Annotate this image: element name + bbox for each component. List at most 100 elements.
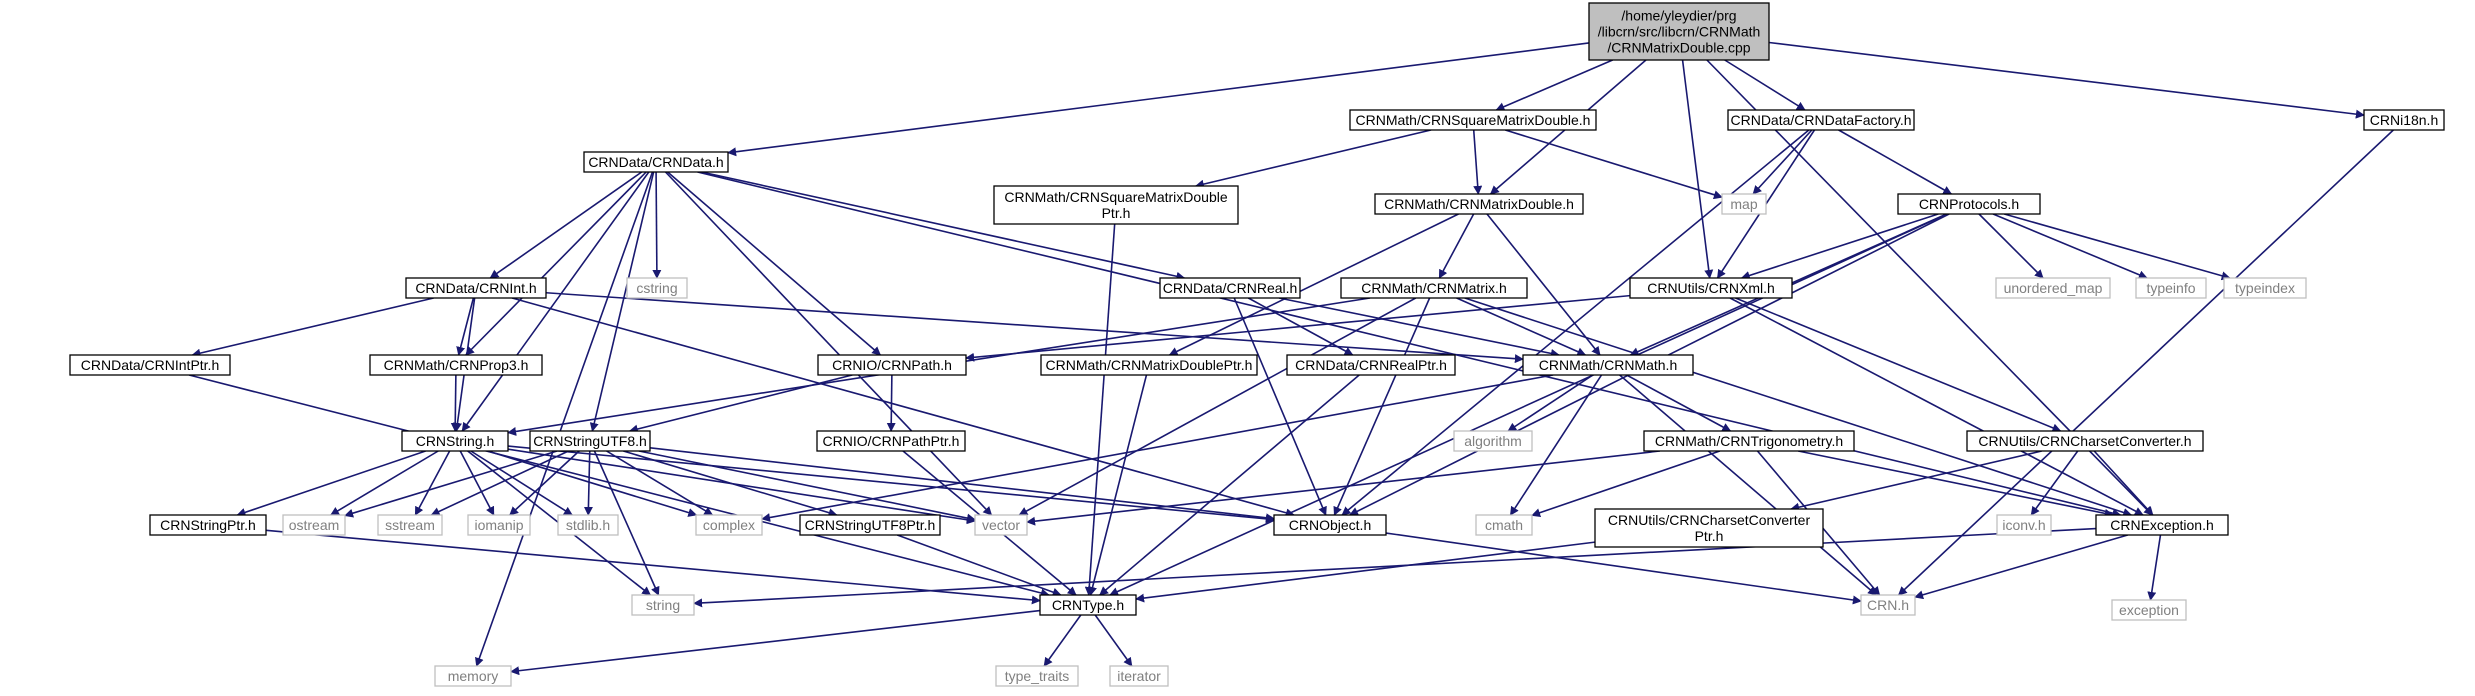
node-crnexception[interactable]: CRNException.h bbox=[2095, 514, 2229, 536]
node-label: ostream bbox=[289, 517, 340, 533]
node-charsetconv[interactable]: CRNUtils/CRNCharsetConverter.h bbox=[1966, 430, 2204, 452]
edge-crndata-to-crnprop3 bbox=[465, 171, 647, 356]
node-matrixdouble[interactable]: CRNMath/CRNMatrixDouble.h bbox=[1374, 193, 1584, 215]
node-box bbox=[529, 430, 651, 452]
node-crnpath[interactable]: CRNIO/CRNPath.h bbox=[817, 354, 967, 376]
node-label: CRNMath/CRNMatrix.h bbox=[1361, 280, 1506, 296]
node-datafactory[interactable]: CRNData/CRNDataFactory.h bbox=[1727, 109, 1915, 131]
edge-protocols-to-typeinfo bbox=[1992, 213, 2148, 280]
node-crnmath[interactable]: CRNMath/CRNMath.h bbox=[1522, 354, 1694, 376]
node-label: CRNi18n.h bbox=[2370, 112, 2438, 128]
node-pathptr[interactable]: CRNIO/CRNPathPtr.h bbox=[816, 430, 966, 452]
edge-stringptr-to-crntype bbox=[265, 529, 1041, 605]
node-label: CRNStringUTF8.h bbox=[533, 433, 647, 449]
node-typeinfo: typeinfo bbox=[2135, 277, 2207, 299]
node-i18n[interactable]: CRNi18n.h bbox=[2363, 109, 2445, 131]
node-box bbox=[1897, 193, 2041, 215]
node-box bbox=[1594, 508, 1824, 548]
node-crnxml[interactable]: CRNUtils/CRNXml.h bbox=[1629, 277, 1793, 299]
node-box bbox=[695, 514, 763, 536]
edge-matrixdouble-to-matrixdoubleptr bbox=[1168, 213, 1459, 356]
node-crnstring[interactable]: CRNString.h bbox=[401, 430, 509, 452]
node-sqmatrix[interactable]: CRNMath/CRNSquareMatrixDouble.h bbox=[1349, 109, 1597, 131]
node-label: Ptr.h bbox=[1102, 205, 1131, 221]
edge-stringutf8-to-string bbox=[593, 450, 660, 596]
edge-matrixdouble-to-crnmatrix bbox=[1438, 213, 1475, 279]
node-label: CRNString.h bbox=[416, 433, 495, 449]
node-utf8ptr[interactable]: CRNStringUTF8Ptr.h bbox=[799, 514, 941, 536]
edge-crndata-to-memory bbox=[475, 171, 654, 667]
edge-root-to-datafactory bbox=[1724, 59, 1806, 111]
node-crnobject[interactable]: CRNObject.h bbox=[1273, 514, 1387, 536]
node-box bbox=[1588, 2, 1770, 61]
node-crnint[interactable]: CRNData/CRNInt.h bbox=[405, 277, 547, 299]
node-box bbox=[583, 151, 729, 173]
node-crnreal[interactable]: CRNData/CRNReal.h bbox=[1159, 277, 1301, 299]
edge-i18n-to-crnh bbox=[1897, 129, 2394, 596]
node-label: CRNData/CRNRealPtr.h bbox=[1295, 357, 1447, 373]
node-crnmatrix[interactable]: CRNMath/CRNMatrix.h bbox=[1340, 277, 1528, 299]
edge-crnmath-to-crnh bbox=[1619, 374, 1878, 596]
node-box bbox=[1286, 354, 1456, 376]
node-label: CRNObject.h bbox=[1289, 517, 1371, 533]
node-crnprop3[interactable]: CRNMath/CRNProp3.h bbox=[369, 354, 543, 376]
node-label: type_traits bbox=[1005, 668, 1070, 684]
node-stringutf8[interactable]: CRNStringUTF8.h bbox=[529, 430, 651, 452]
edge-crnstring-to-stringptr bbox=[236, 450, 426, 517]
node-label: CRN.h bbox=[1867, 597, 1909, 613]
node-label: typeindex bbox=[2235, 280, 2295, 296]
node-label: /CRNMatrixDouble.cpp bbox=[1607, 40, 1750, 56]
edge-crnmath-to-complex bbox=[761, 374, 1554, 522]
node-matrixdoubleptr[interactable]: CRNMath/CRNMatrixDoublePtr.h bbox=[1040, 354, 1258, 376]
node-label: CRNMath/CRNSquareMatrixDouble bbox=[1004, 189, 1228, 205]
edge-crnmath-to-cmath bbox=[1509, 374, 1603, 516]
node-box bbox=[2135, 277, 2207, 299]
node-iterator: iterator bbox=[1109, 665, 1169, 687]
edge-crnreal-to-crnobject bbox=[1233, 297, 1327, 516]
node-label: CRNData/CRNData.h bbox=[588, 154, 723, 170]
edge-trigonometry-to-cmath bbox=[1531, 450, 1721, 518]
node-label: /home/yleydier/prg bbox=[1621, 8, 1736, 24]
node-box bbox=[2111, 599, 2187, 621]
edge-crntype-to-memory bbox=[510, 609, 1041, 676]
edge-crnexception-to-string bbox=[693, 527, 2097, 608]
edge-stringutf8-to-ostream bbox=[344, 450, 558, 518]
edge-crnexception-to-crnh bbox=[1914, 534, 2128, 600]
edge-crnexception-to-exception bbox=[2147, 534, 2162, 601]
node-label: CRNData/CRNInt.h bbox=[415, 280, 536, 296]
node-label: vector bbox=[982, 517, 1020, 533]
node-cmath: cmath bbox=[1475, 514, 1533, 536]
edge-crnpath-to-stringutf8 bbox=[628, 374, 853, 434]
node-realptr[interactable]: CRNData/CRNRealPtr.h bbox=[1286, 354, 1456, 376]
node-box bbox=[405, 277, 547, 299]
node-box bbox=[1721, 193, 1767, 215]
node-box bbox=[1727, 109, 1915, 131]
node-label: CRNData/CRNIntPtr.h bbox=[81, 357, 219, 373]
node-protocols[interactable]: CRNProtocols.h bbox=[1897, 193, 2041, 215]
node-crntype[interactable]: CRNType.h bbox=[1039, 594, 1137, 616]
node-layer: /home/yleydier/prg/libcrn/src/libcrn/CRN… bbox=[69, 2, 2445, 687]
node-label: typeinfo bbox=[2146, 280, 2195, 296]
node-stringptr[interactable]: CRNStringPtr.h bbox=[149, 514, 267, 536]
edge-crndata-to-crnstring bbox=[461, 171, 650, 432]
node-crndata[interactable]: CRNData/CRNData.h bbox=[583, 151, 729, 173]
node-box bbox=[377, 514, 443, 536]
node-label: cstring bbox=[636, 280, 677, 296]
node-box bbox=[69, 354, 231, 376]
node-trigonometry[interactable]: CRNMath/CRNTrigonometry.h bbox=[1643, 430, 1855, 452]
edge-crnmath-to-algorithm bbox=[1507, 374, 1594, 432]
node-box bbox=[1109, 665, 1169, 687]
node-box bbox=[1860, 594, 1916, 616]
edge-stringutf8-to-sstream bbox=[430, 450, 569, 516]
edge-crndata-to-crnpath bbox=[667, 171, 882, 356]
node-label: CRNStringPtr.h bbox=[160, 517, 256, 533]
node-label: CRNData/CRNDataFactory.h bbox=[1730, 112, 1911, 128]
node-box bbox=[974, 514, 1028, 536]
node-crnintptr[interactable]: CRNData/CRNIntPtr.h bbox=[69, 354, 231, 376]
edge-sqmatrixptr-to-crntype bbox=[1084, 223, 1116, 596]
node-root[interactable]: /home/yleydier/prg/libcrn/src/libcrn/CRN… bbox=[1588, 2, 1770, 61]
node-label: exception bbox=[2119, 602, 2179, 618]
